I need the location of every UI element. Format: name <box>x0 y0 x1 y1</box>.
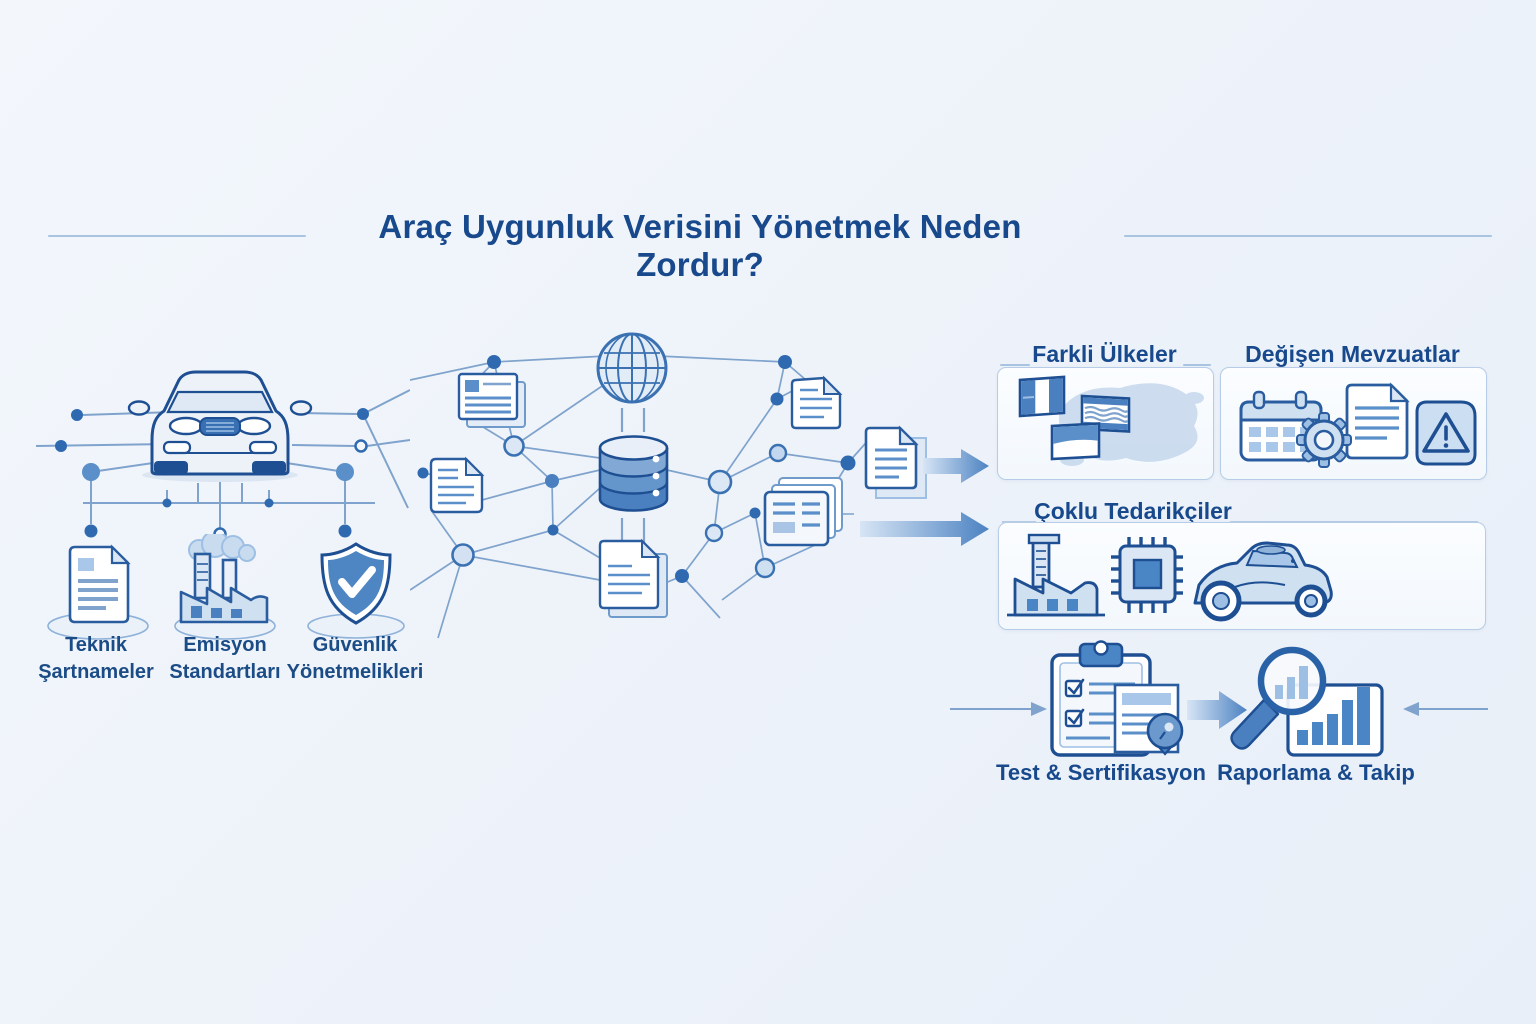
car-connector-nodes <box>55 408 369 541</box>
clipboard-certificate-icon <box>1050 640 1184 757</box>
document-icon <box>47 544 149 640</box>
flags-map-illustration <box>1018 375 1204 466</box>
source-label-technical: Teknik Şartnameler <box>21 632 171 686</box>
source-label-line2: Standartları <box>169 661 281 683</box>
source-label-line1: Güvenlik <box>312 634 398 656</box>
step-label-test: Test & Sertifikasyon <box>996 760 1206 785</box>
flow-arrows-right <box>860 425 989 546</box>
title-rule-right <box>1124 235 1492 237</box>
source-label-line1: Teknik <box>65 634 127 656</box>
shield-check-icon <box>307 542 405 639</box>
process-flow-illustration <box>950 640 1488 757</box>
suppliers-illustration <box>1007 533 1333 622</box>
box-label-regulations: Değişen Mevzuatlar <box>1245 341 1460 367</box>
document-icon-left <box>429 456 485 514</box>
box-label-countries: Farkli Ülkeler <box>1032 341 1177 367</box>
countries-box <box>997 367 1214 480</box>
factory-icon <box>1007 533 1105 617</box>
suppliers-box <box>998 522 1486 630</box>
source-label-line2: Yönetmelikleri <box>286 661 424 683</box>
document-icon-bottom <box>598 538 668 618</box>
warning-triangle-icon <box>1415 400 1477 466</box>
source-label-line1: Emisyon <box>183 634 267 656</box>
arrow-into-test-icon <box>950 702 1047 716</box>
regulations-box <box>1220 367 1487 480</box>
regulations-illustration <box>1239 382 1477 468</box>
source-label-safety: Güvenlik Yönetmelikleri <box>280 632 430 686</box>
arrow-into-reporting-icon <box>1403 702 1488 716</box>
database-icon <box>598 435 669 512</box>
car-icon <box>127 370 313 482</box>
stacked-reports-icon <box>763 477 843 547</box>
document-icon <box>1345 382 1410 460</box>
chip-icon <box>1111 537 1183 613</box>
title-rule-left <box>48 235 306 237</box>
page-title: Araç Uygunluk Verisini Yönetmek Neden Zo… <box>378 208 1022 283</box>
step-label-reporting: Raporlama & Takip <box>1217 760 1415 785</box>
legend-rule <box>1000 364 1030 366</box>
gear-icon <box>1296 412 1352 468</box>
legend-rule <box>1183 364 1211 366</box>
globe-icon <box>596 332 668 404</box>
source-label-line2: Şartnameler <box>38 661 154 683</box>
arrow-right-icon <box>1187 691 1247 729</box>
source-label-emission: Emisyon Standartları <box>150 632 300 686</box>
network-nodes <box>417 355 856 583</box>
car-side-icon <box>1193 541 1333 622</box>
document-card-top-left <box>457 372 526 428</box>
document-icon-outbox <box>864 425 927 499</box>
document-icon-right <box>790 375 843 430</box>
arrow-right-icon <box>860 512 989 546</box>
data-network-illustration <box>410 332 873 639</box>
magnifier-chart-icon <box>1230 646 1384 757</box>
seal-pin-icon <box>1146 712 1184 756</box>
flag-bicolor-icon <box>1050 422 1101 461</box>
legend-rule <box>1230 521 1478 523</box>
arrow-right-icon <box>923 449 989 483</box>
car-network-illustration <box>35 370 410 541</box>
flag-vertical-tricolor-icon <box>1018 375 1066 418</box>
factory-icon <box>174 534 276 640</box>
box-label-suppliers: Çoklu Tedarikçiler <box>1034 498 1232 524</box>
legend-rule <box>1002 521 1036 523</box>
